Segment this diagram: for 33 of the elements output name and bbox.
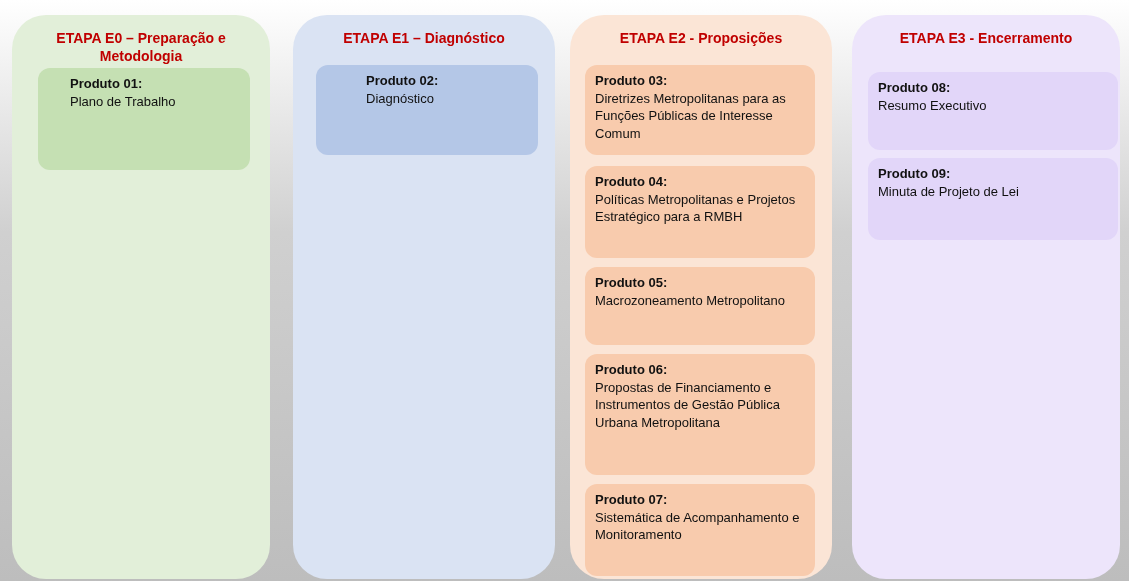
product-description: Diagnóstico bbox=[366, 89, 435, 107]
stage-heading: ETAPA E2 - Proposições bbox=[618, 29, 784, 47]
product-card bbox=[585, 166, 815, 258]
product-description: Macrozoneamento Metropolitano bbox=[595, 291, 787, 309]
product-title: Produto 09: bbox=[878, 165, 952, 183]
product-title: Produto 03: bbox=[595, 72, 669, 90]
stage-heading: ETAPA E0 – Preparação e Metodologia bbox=[55, 29, 227, 65]
stage-column bbox=[293, 15, 555, 579]
product-title: Produto 01: bbox=[70, 75, 144, 93]
product-title: Produto 05: bbox=[595, 274, 669, 292]
product-description: Diretrizes Metropolitanas para as Funções Públicas de Interesse Comum bbox=[595, 89, 787, 142]
stage-column bbox=[852, 15, 1120, 579]
product-title: Produto 04: bbox=[595, 173, 669, 191]
product-description: Plano de Trabalho bbox=[70, 92, 177, 110]
stage-heading: ETAPA E1 – Diagnóstico bbox=[342, 29, 506, 47]
product-title: Produto 07: bbox=[595, 491, 669, 509]
product-title: Produto 08: bbox=[878, 79, 952, 97]
product-description: Sistemática de Acompanhamento e Monitoramento bbox=[595, 508, 801, 544]
product-card bbox=[585, 267, 815, 345]
product-description: Resumo Executivo bbox=[878, 96, 988, 114]
product-title: Produto 06: bbox=[595, 361, 669, 379]
product-description: Políticas Metropolitanas e Projetos Estratégico para a RMBH bbox=[595, 190, 797, 226]
stage-column bbox=[570, 15, 832, 579]
product-card bbox=[585, 484, 815, 576]
stage-column bbox=[12, 15, 270, 579]
stage-heading: ETAPA E3 - Encerramento bbox=[898, 29, 1074, 47]
product-card bbox=[585, 65, 815, 155]
product-card bbox=[38, 68, 250, 170]
product-card bbox=[585, 354, 815, 475]
product-card bbox=[316, 65, 538, 155]
product-description: Propostas de Financiamento e Instrumentos de Gestão Pública Urbana Metropolitana bbox=[595, 378, 781, 431]
product-description: Minuta de Projeto de Lei bbox=[878, 182, 1020, 200]
product-title: Produto 02: bbox=[366, 72, 440, 90]
